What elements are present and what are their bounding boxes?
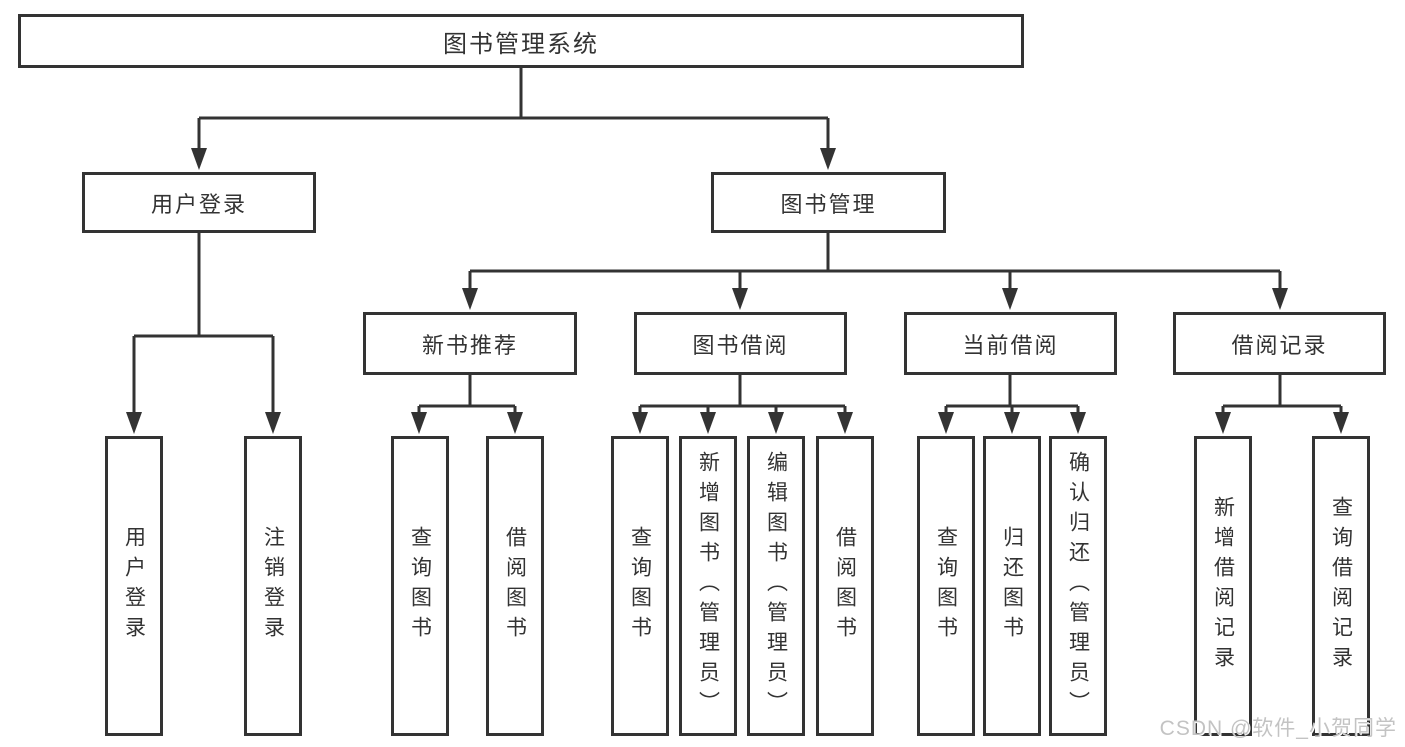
leaf-confirm-return-admin-label: 确认归还（管理员） <box>1066 451 1090 721</box>
leaf-add-books-admin: 新增图书（管理员） <box>679 436 737 736</box>
leaf-recommend-query-books: 查询图书 <box>391 436 449 736</box>
leaf-add-borrow-record: 新增借阅记录 <box>1194 436 1252 736</box>
leaf-borrow-query-books-label: 查询图书 <box>628 526 652 646</box>
leaf-current-query-books: 查询图书 <box>917 436 975 736</box>
leaf-add-books-admin-label: 新增图书（管理员） <box>696 451 720 721</box>
leaf-borrow-query-books: 查询图书 <box>611 436 669 736</box>
leaf-add-borrow-record-label: 新增借阅记录 <box>1211 496 1235 676</box>
leaf-recommend-borrow-books: 借阅图书 <box>486 436 544 736</box>
leaf-borrow-books: 借阅图书 <box>816 436 874 736</box>
leaf-recommend-query-books-label: 查询图书 <box>408 526 432 646</box>
node-book-management: 图书管理 <box>711 172 946 233</box>
leaf-edit-books-admin-label: 编辑图书（管理员） <box>764 451 788 721</box>
node-current-borrow: 当前借阅 <box>904 312 1117 375</box>
leaf-query-borrow-record: 查询借阅记录 <box>1312 436 1370 736</box>
leaf-logout: 注销登录 <box>244 436 302 736</box>
node-new-book-recommend: 新书推荐 <box>363 312 577 375</box>
leaf-user-login: 用户登录 <box>105 436 163 736</box>
leaf-confirm-return-admin: 确认归还（管理员） <box>1049 436 1107 736</box>
leaf-return-books-label: 归还图书 <box>1000 526 1024 646</box>
leaf-query-borrow-record-label: 查询借阅记录 <box>1329 496 1353 676</box>
arrowheads <box>126 148 1349 434</box>
leaf-edit-books-admin: 编辑图书（管理员） <box>747 436 805 736</box>
node-user-login: 用户登录 <box>82 172 316 233</box>
node-book-borrow: 图书借阅 <box>634 312 847 375</box>
node-library-system: 图书管理系统 <box>18 14 1024 68</box>
leaf-recommend-borrow-books-label: 借阅图书 <box>503 526 527 646</box>
leaf-current-query-books-label: 查询图书 <box>934 526 958 646</box>
leaf-borrow-books-label: 借阅图书 <box>833 526 857 646</box>
leaf-user-login-label: 用户登录 <box>122 526 146 646</box>
node-borrow-records: 借阅记录 <box>1173 312 1386 375</box>
leaf-return-books: 归还图书 <box>983 436 1041 736</box>
leaf-logout-label: 注销登录 <box>261 526 285 646</box>
